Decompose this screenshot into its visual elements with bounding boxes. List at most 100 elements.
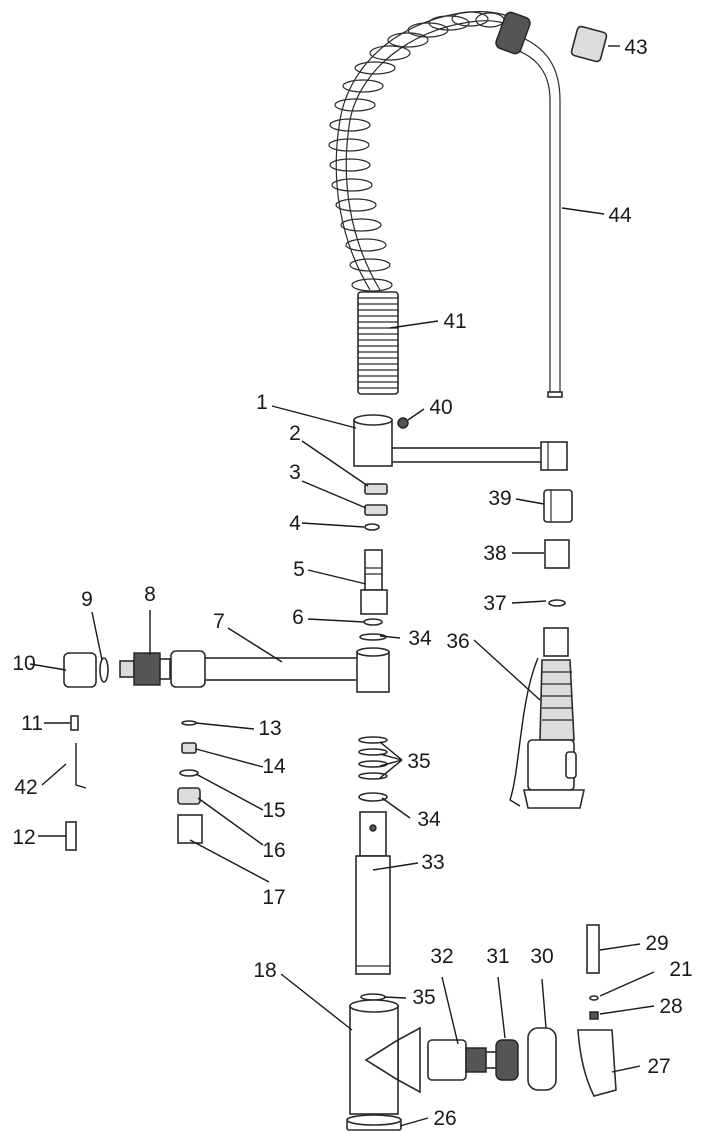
label-1: 1: [256, 391, 268, 414]
part-1-swivel-arm: [353, 414, 568, 471]
label-35-lower: 35: [412, 986, 435, 1009]
leader-6: [307, 618, 365, 623]
label-4: 4: [289, 512, 301, 535]
label-32: 32: [430, 945, 453, 968]
leader-3: [301, 480, 367, 509]
leader-27: [611, 1065, 641, 1073]
part-29-lever: [586, 924, 600, 974]
part-7-spout-arm: [170, 647, 390, 693]
part-2-nut: [364, 483, 388, 495]
part-32-valve: [427, 1039, 501, 1081]
leader-9: [91, 611, 103, 661]
part-17-sleeve: [177, 814, 203, 844]
leader-41: [389, 320, 439, 329]
part-4-ring: [364, 523, 380, 531]
part-43-end-cap: [570, 25, 608, 63]
leader-17: [189, 839, 270, 883]
leader-34b: [381, 797, 411, 819]
label-21: 21: [669, 958, 692, 981]
label-7: 7: [213, 610, 225, 633]
part-6-ring: [363, 618, 383, 626]
leader-35b: [383, 996, 407, 999]
leader-29: [599, 943, 641, 951]
label-10: 10: [12, 652, 35, 675]
label-41: 41: [443, 310, 466, 333]
part-35-ring-stack: [358, 736, 388, 780]
leader-28: [599, 1005, 655, 1015]
part-33-body-tube: [355, 811, 391, 975]
part-34-ring-lower: [358, 792, 388, 802]
label-27: 27: [647, 1055, 670, 1078]
leader-37: [511, 600, 547, 604]
leader-16: [197, 797, 264, 846]
leader-36: [473, 639, 541, 701]
label-43: 43: [624, 36, 647, 59]
part-42-hex-key: [75, 743, 87, 789]
label-14: 14: [262, 755, 286, 778]
part-18-tee-body: [349, 999, 421, 1115]
leader-44: [561, 207, 605, 215]
leader-10: [29, 663, 67, 671]
part-9-gasket: [99, 657, 109, 683]
part-number-labels: 1 2 3 4 5 6 7 8 9 10 11 12 13 14 15 16 1…: [12, 36, 692, 1130]
leader-26: [399, 1117, 429, 1127]
part-12-pin: [65, 821, 77, 851]
part-14-washer: [181, 742, 197, 754]
part-35-ring-lower: [360, 993, 386, 1001]
label-16: 16: [262, 839, 285, 862]
leader-39: [515, 498, 545, 505]
label-2: 2: [289, 422, 301, 445]
part-15-ring: [179, 769, 199, 777]
label-11: 11: [21, 712, 43, 735]
label-44: 44: [608, 204, 632, 227]
label-9: 9: [81, 588, 93, 611]
label-42: 42: [14, 776, 37, 799]
part-28-screw: [589, 1011, 599, 1020]
leader-1: [271, 405, 357, 429]
part-38-sleeve: [544, 539, 570, 569]
leader-13: [195, 722, 255, 730]
label-6: 6: [292, 606, 304, 629]
part-41-spring-coil: [328, 11, 531, 395]
part-13-ring: [181, 720, 197, 726]
part-37-ring: [548, 599, 566, 607]
leader-42: [41, 763, 67, 786]
label-31: 31: [486, 945, 509, 968]
part-44-riser-tube: [499, 29, 563, 398]
leader-34a: [379, 635, 401, 639]
leader-4: [301, 522, 365, 528]
part-36-spray-head: [509, 627, 585, 809]
leader-31: [497, 976, 506, 1039]
label-38: 38: [483, 542, 506, 565]
part-26-base-ring: [346, 1114, 402, 1131]
leader-32: [441, 976, 459, 1045]
leader-15: [195, 773, 264, 811]
label-34-lower: 34: [417, 808, 441, 831]
leader-7: [227, 627, 283, 663]
label-12: 12: [12, 826, 35, 849]
label-34-upper: 34: [408, 627, 432, 650]
part-10-handle-cap: [63, 652, 97, 688]
label-37: 37: [483, 592, 506, 615]
label-39: 39: [488, 487, 511, 510]
label-17: 17: [262, 886, 285, 909]
part-30-cap: [527, 1027, 557, 1091]
label-5: 5: [293, 558, 305, 581]
label-8: 8: [144, 583, 156, 606]
leader-33: [372, 862, 419, 871]
label-36: 36: [446, 630, 469, 653]
label-30: 30: [530, 945, 553, 968]
part-39-holder: [543, 489, 573, 523]
label-33: 33: [421, 851, 444, 874]
part-21-ring: [589, 995, 599, 1001]
part-16-nut: [177, 787, 201, 805]
label-13: 13: [258, 717, 281, 740]
leader-5: [307, 569, 367, 585]
part-34-ring-upper: [359, 633, 387, 641]
leader-21: [599, 971, 655, 997]
part-3-nut: [364, 504, 388, 516]
label-3: 3: [289, 461, 301, 484]
label-26: 26: [433, 1107, 456, 1130]
leader-40: [407, 408, 425, 421]
leader-14: [195, 748, 264, 768]
